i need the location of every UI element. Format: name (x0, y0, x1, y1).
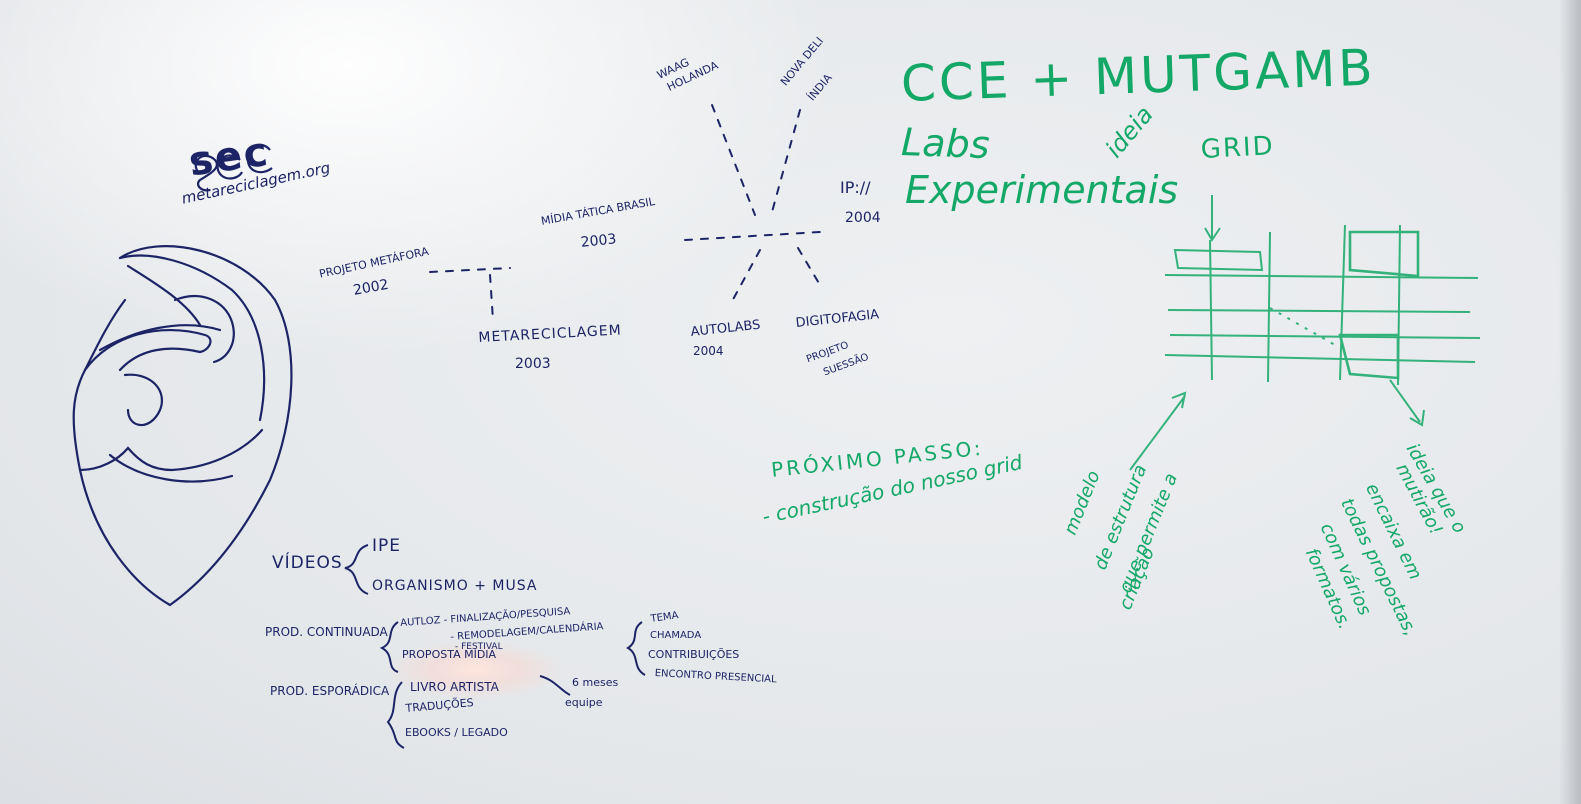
grid-text: GRID (1200, 131, 1276, 165)
light-glare (385, 640, 565, 700)
prod-continuada-item-3: - FESTIVAL (455, 642, 503, 652)
prod-continuada-label: PROD. CONTINUADA (265, 625, 388, 639)
videos-item-ipe: IPE (372, 536, 402, 556)
ip-label: IP:// (840, 178, 871, 197)
prod-esporadica-label: PROD. ESPORÁDICA (270, 684, 390, 698)
logo-strokes (194, 143, 273, 192)
brackets (344, 544, 646, 749)
labs-text: Labs (900, 120, 991, 168)
timeline-lines (429, 104, 821, 321)
prod-esporadica-item-1: LIVRO ARTISTA (410, 680, 499, 694)
grid-drawing (1129, 195, 1481, 471)
prod-esporadica-sub-2: equipe (565, 696, 603, 709)
metareciclagem-year: 2003 (515, 356, 551, 372)
prod-continuada-item-4: PROPOSTA MÍDIA (402, 648, 497, 661)
shield-drawing (72, 245, 293, 607)
prod-esporadica-sub-1: 6 meses (572, 676, 619, 689)
videos-label: VÍDEOS (272, 553, 343, 573)
board-edge (1559, 0, 1581, 804)
autolabs-year: 2004 (693, 344, 724, 358)
videos-item-organismo: ORGANISMO + MUSA (372, 578, 538, 594)
experimentais-text: Experimentais (905, 168, 1179, 212)
prod-continuada-sub-2: CHAMADA (650, 630, 702, 641)
prod-esporadica-item-3: EBOOKS / LEGADO (405, 726, 508, 739)
ip-year: 2004 (845, 210, 881, 226)
prod-continuada-sub-3: CONTRIBUIÇÕES (648, 648, 740, 661)
